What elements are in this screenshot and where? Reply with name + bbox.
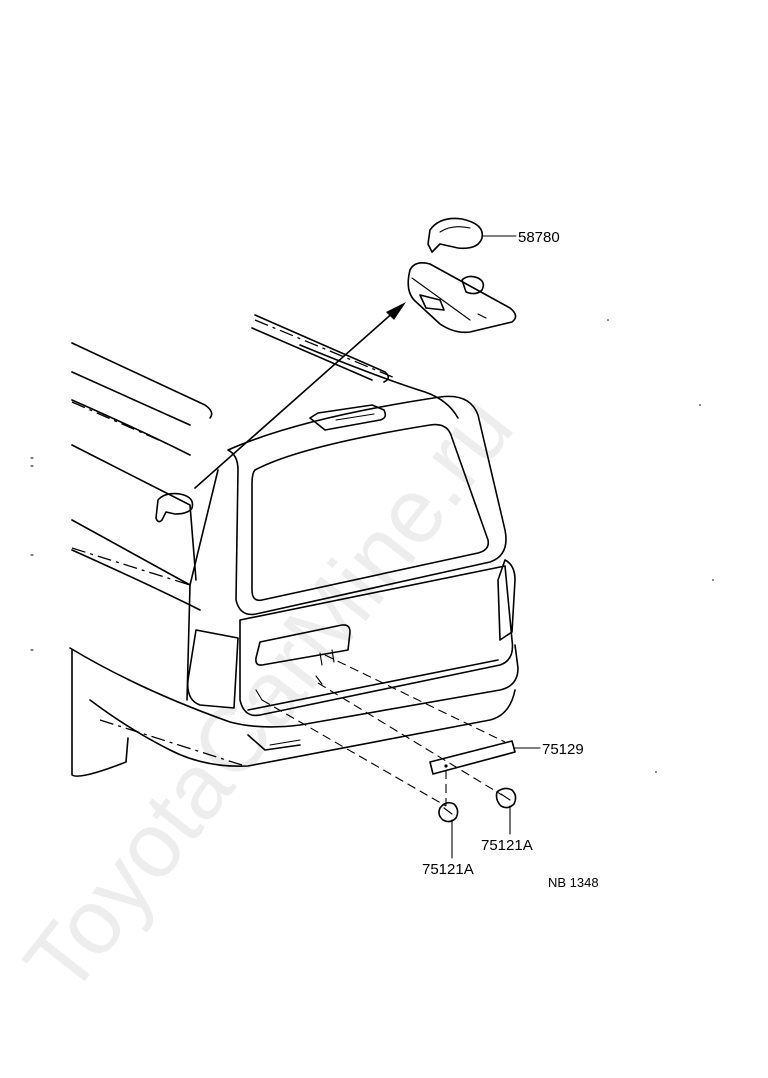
assembly-dashed-lines <box>261 654 506 807</box>
scan-specks <box>607 319 714 773</box>
label-75129: 75129 <box>542 741 584 758</box>
car-body <box>30 314 519 777</box>
clip-right-75121A <box>495 787 517 809</box>
label-75121A-left: 75121A <box>422 861 474 878</box>
diagram-code: NB 1348 <box>548 875 599 890</box>
clip-left-75121A <box>438 801 459 823</box>
label-75121A-right: 75121A <box>481 837 533 854</box>
bracket-75129 <box>429 740 516 775</box>
watermark-text: ToyotaCarMine.ru <box>5 377 532 1012</box>
callout-arrow <box>194 302 406 489</box>
leader-lines <box>451 235 541 859</box>
label-58780: 58780 <box>518 229 560 246</box>
high-mount-stop-lamp <box>407 217 517 334</box>
